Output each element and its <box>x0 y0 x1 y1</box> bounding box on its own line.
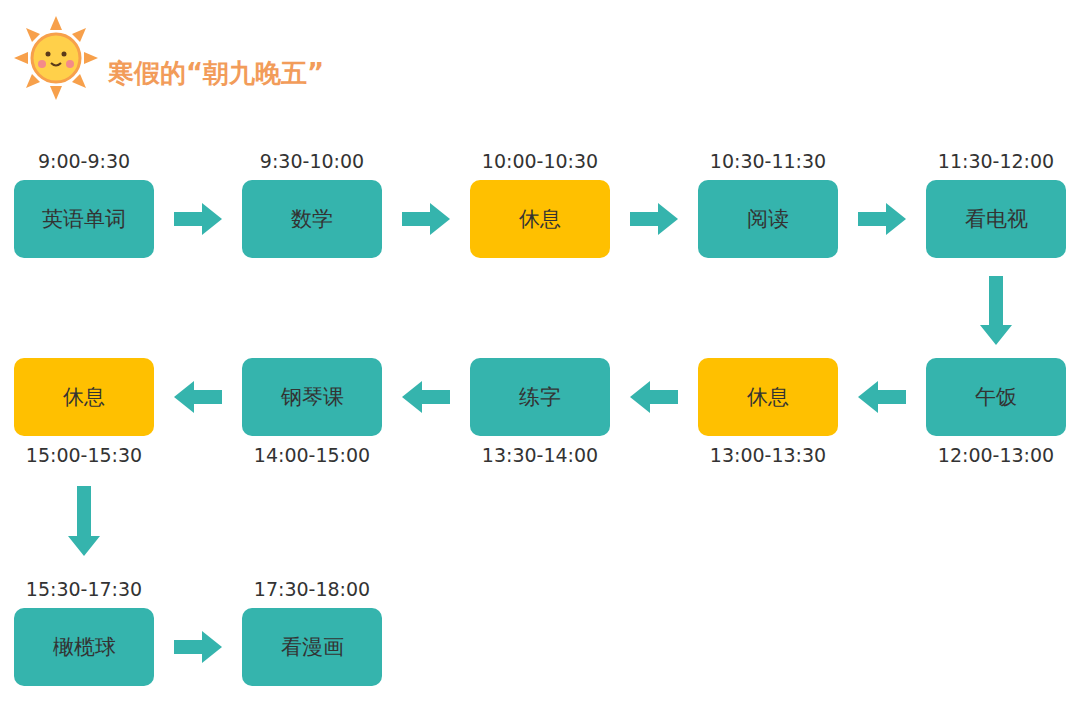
activity-name: 阅读 <box>739 205 797 233</box>
activity-name: 休息 <box>55 383 113 411</box>
time-label: 9:00-9:30 <box>38 150 130 172</box>
time-label: 9:30-10:00 <box>260 150 364 172</box>
time-label: 12:00-13:00 <box>938 444 1054 466</box>
activity-box: 17:30-18:00看漫画 <box>242 608 382 686</box>
activity-box: 10:30-11:30阅读 <box>698 180 838 258</box>
activity-box: 13:30-14:00练字 <box>470 358 610 436</box>
activity-name: 钢琴课 <box>273 383 352 411</box>
activity-box: 14:00-15:00钢琴课 <box>242 358 382 436</box>
activity-box: 15:30-17:30橄榄球 <box>14 608 154 686</box>
time-label: 14:00-15:00 <box>254 444 370 466</box>
time-label: 10:30-11:30 <box>710 150 826 172</box>
activity-box: 15:00-15:30休息 <box>14 358 154 436</box>
activity-name: 橄榄球 <box>45 633 124 661</box>
time-label: 13:00-13:30 <box>710 444 826 466</box>
flow-arrow <box>858 203 906 235</box>
activity-box: 9:00-9:30英语单词 <box>14 180 154 258</box>
time-label: 13:30-14:00 <box>482 444 598 466</box>
activity-box: 9:30-10:00数学 <box>242 180 382 258</box>
time-label: 10:00-10:30 <box>482 150 598 172</box>
time-label: 15:30-17:30 <box>26 578 142 600</box>
flow-arrow <box>630 381 678 413</box>
flow-arrow <box>630 203 678 235</box>
flow-arrow <box>980 276 1012 345</box>
flow-arrow <box>402 381 450 413</box>
activity-box: 11:30-12:00看电视 <box>926 180 1066 258</box>
activity-name: 看漫画 <box>273 633 352 661</box>
activity-box: 12:00-13:00午饭 <box>926 358 1066 436</box>
activity-box: 10:00-10:30休息 <box>470 180 610 258</box>
flow-arrow <box>174 631 222 663</box>
flow-arrow <box>402 203 450 235</box>
flow-arrow <box>858 381 906 413</box>
activity-name: 看电视 <box>957 205 1036 233</box>
activity-name: 休息 <box>739 383 797 411</box>
activity-name: 英语单词 <box>34 205 134 233</box>
flow-arrow <box>174 203 222 235</box>
time-label: 15:00-15:30 <box>26 444 142 466</box>
activity-name: 练字 <box>511 383 569 411</box>
activity-name: 休息 <box>511 205 569 233</box>
activity-name: 午饭 <box>967 383 1025 411</box>
activity-name: 数学 <box>283 205 341 233</box>
sun-icon <box>0 0 120 110</box>
activity-box: 13:00-13:30休息 <box>698 358 838 436</box>
flow-arrow <box>174 381 222 413</box>
flow-arrow <box>68 486 100 556</box>
time-label: 17:30-18:00 <box>254 578 370 600</box>
time-label: 11:30-12:00 <box>938 150 1054 172</box>
title: 寒假的“朝九晚五” <box>108 56 324 91</box>
